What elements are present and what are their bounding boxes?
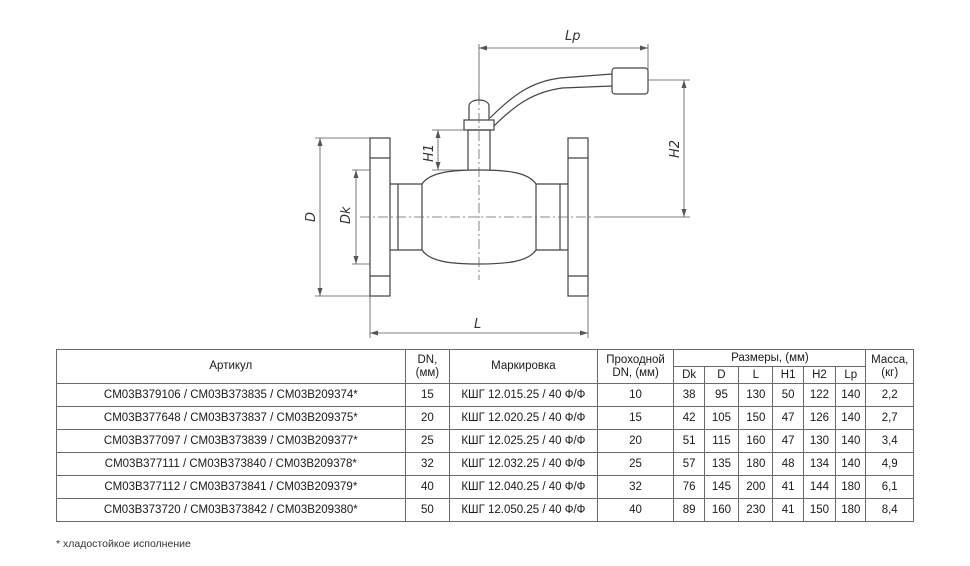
specification-table: Артикул DN, (мм) Маркировка Проходной DN… bbox=[56, 349, 914, 522]
cell-passage: 40 bbox=[596, 498, 675, 522]
cell-h2: 144 bbox=[802, 475, 837, 499]
cell-marking: КШГ 12.050.25 / 40 Ф/Ф bbox=[449, 498, 598, 522]
cell-dn: 50 bbox=[404, 498, 451, 522]
cell-marking: КШГ 12.040.25 / 40 Ф/Ф bbox=[449, 475, 598, 499]
cell-l: 160 bbox=[738, 429, 774, 453]
left-pipe bbox=[390, 183, 422, 251]
cell-l: 150 bbox=[738, 406, 774, 430]
table-row: CM03B373720 / CM03B373842 / CM03B209380*… bbox=[56, 498, 914, 522]
cell-article: CM03B377112 / CM03B373841 / CM03B209379* bbox=[56, 475, 406, 499]
header-mass: Масса, (кг) bbox=[865, 349, 914, 384]
dim-label-d: D bbox=[304, 212, 319, 222]
table-row: CM03B377097 / CM03B373839 / CM03B209377*… bbox=[56, 429, 914, 453]
cell-mass: 3,4 bbox=[865, 429, 914, 453]
header-article: Артикул bbox=[56, 349, 406, 384]
header-dn: DN, (мм) bbox=[404, 349, 451, 384]
cell-h1: 50 bbox=[772, 383, 804, 407]
valve-drawing: Lp H2 H1 D Dk L bbox=[304, 29, 690, 338]
cell-passage: 25 bbox=[596, 452, 675, 476]
cell-dk: 89 bbox=[673, 498, 705, 522]
cell-dk: 76 bbox=[673, 475, 705, 499]
cell-d: 135 bbox=[703, 452, 740, 476]
sub-header-cell: Dk bbox=[673, 366, 705, 384]
cell-l: 130 bbox=[738, 383, 774, 407]
cell-mass: 8,4 bbox=[865, 498, 914, 522]
cell-h2: 134 bbox=[802, 452, 837, 476]
cell-mass: 2,2 bbox=[865, 383, 914, 407]
cell-h2: 130 bbox=[802, 429, 837, 453]
cell-mass: 6,1 bbox=[865, 475, 914, 499]
dim-label-dk: Dk bbox=[339, 206, 354, 224]
table-row: CM03B377111 / CM03B373840 / CM03B209378*… bbox=[56, 452, 914, 476]
handle-lever bbox=[489, 73, 613, 127]
cell-dn: 20 bbox=[404, 406, 451, 430]
sub-header-cell: L bbox=[738, 366, 774, 384]
cell-marking: КШГ 12.015.25 / 40 Ф/Ф bbox=[449, 383, 598, 407]
cell-h1: 48 bbox=[772, 452, 804, 476]
cell-dn: 25 bbox=[404, 429, 451, 453]
cell-h1: 41 bbox=[772, 475, 804, 499]
cell-lp: 180 bbox=[835, 475, 867, 499]
table-body: CM03B379106 / CM03B373835 / CM03B209374*… bbox=[56, 383, 914, 522]
cell-passage: 15 bbox=[596, 406, 675, 430]
cell-marking: КШГ 12.025.25 / 40 Ф/Ф bbox=[449, 429, 598, 453]
cell-mass: 2,7 bbox=[865, 406, 914, 430]
sub-header-cell: H1 bbox=[772, 366, 804, 384]
cell-l: 200 bbox=[738, 475, 774, 499]
cell-passage: 20 bbox=[596, 429, 675, 453]
cell-dk: 42 bbox=[673, 406, 705, 430]
cell-h1: 41 bbox=[772, 498, 804, 522]
cell-h2: 122 bbox=[802, 383, 837, 407]
dim-label-h1: H1 bbox=[422, 144, 437, 162]
cell-h1: 47 bbox=[772, 429, 804, 453]
cell-dn: 40 bbox=[404, 475, 451, 499]
dim-label-lp: Lp bbox=[565, 29, 581, 44]
dim-label-h2: H2 bbox=[668, 140, 683, 158]
right-pipe bbox=[536, 183, 568, 251]
cell-l: 230 bbox=[738, 498, 774, 522]
cell-dk: 51 bbox=[673, 429, 705, 453]
cell-h2: 126 bbox=[802, 406, 837, 430]
sub-header-cell: D bbox=[703, 366, 740, 384]
cell-article: CM03B373720 / CM03B373842 / CM03B209380* bbox=[56, 498, 406, 522]
cell-dk: 57 bbox=[673, 452, 705, 476]
cell-lp: 140 bbox=[835, 429, 867, 453]
footnote: * хладостойкое исполнение bbox=[56, 538, 191, 550]
sub-header-cell: H2 bbox=[802, 366, 837, 384]
cell-lp: 140 bbox=[835, 452, 867, 476]
cell-article: CM03B377648 / CM03B373837 / CM03B209375* bbox=[56, 406, 406, 430]
cell-lp: 140 bbox=[835, 406, 867, 430]
ball-body bbox=[421, 169, 537, 265]
cell-l: 180 bbox=[738, 452, 774, 476]
cell-d: 145 bbox=[703, 475, 740, 499]
cell-d: 95 bbox=[703, 383, 740, 407]
cell-marking: КШГ 12.020.25 / 40 Ф/Ф bbox=[449, 406, 598, 430]
cell-passage: 10 bbox=[596, 383, 675, 407]
table-row: CM03B377648 / CM03B373837 / CM03B209375*… bbox=[56, 406, 914, 430]
dim-label-l: L bbox=[474, 317, 481, 332]
cell-article: CM03B377097 / CM03B373839 / CM03B209377* bbox=[56, 429, 406, 453]
cell-dk: 38 bbox=[673, 383, 705, 407]
header-dimensions: Размеры, (мм) bbox=[673, 349, 867, 367]
cell-lp: 140 bbox=[835, 383, 867, 407]
cell-passage: 32 bbox=[596, 475, 675, 499]
cell-d: 115 bbox=[703, 429, 740, 453]
cell-marking: КШГ 12.032.25 / 40 Ф/Ф bbox=[449, 452, 598, 476]
cell-dn: 15 bbox=[404, 383, 451, 407]
header-marking: Маркировка bbox=[449, 349, 598, 384]
cell-mass: 4,9 bbox=[865, 452, 914, 476]
cell-dn: 32 bbox=[404, 452, 451, 476]
cell-d: 160 bbox=[703, 498, 740, 522]
cell-d: 105 bbox=[703, 406, 740, 430]
cell-article: CM03B379106 / CM03B373835 / CM03B209374* bbox=[56, 383, 406, 407]
cell-article: CM03B377111 / CM03B373840 / CM03B209378* bbox=[56, 452, 406, 476]
cell-lp: 180 bbox=[835, 498, 867, 522]
table-row: CM03B377112 / CM03B373841 / CM03B209379*… bbox=[56, 475, 914, 499]
cell-h2: 150 bbox=[802, 498, 837, 522]
sub-header-cell: Lp bbox=[835, 366, 867, 384]
table-row: CM03B379106 / CM03B373835 / CM03B209374*… bbox=[56, 383, 914, 407]
cell-h1: 47 bbox=[772, 406, 804, 430]
handle-grip bbox=[611, 67, 649, 95]
header-passage-dn: Проходной DN, (мм) bbox=[596, 349, 675, 384]
